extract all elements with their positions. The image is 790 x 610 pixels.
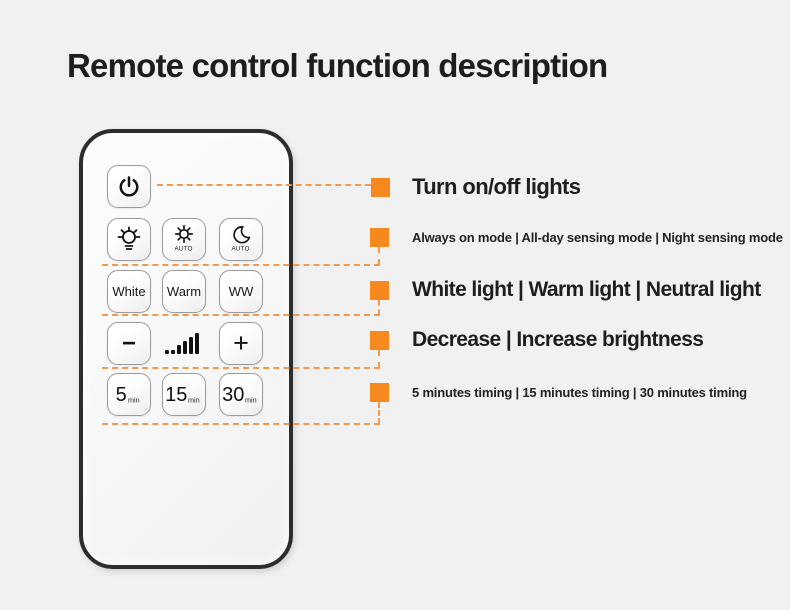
timer-30-unit: min xyxy=(245,395,257,404)
white-button-label: White xyxy=(112,284,146,299)
timer-30min-button: 30 min xyxy=(219,373,263,416)
night-sensing-mode-button: AUTO xyxy=(219,218,263,261)
connector-stub-timing xyxy=(378,402,380,424)
desc-modes: Always on mode | All-day sensing mode | … xyxy=(412,230,783,245)
white-light-button: White xyxy=(107,270,151,313)
bullet-modes xyxy=(370,228,389,247)
neutral-light-button: WW xyxy=(219,270,263,313)
plus-icon: + xyxy=(233,328,249,358)
always-on-mode-button xyxy=(107,218,151,261)
connector-stub-colors xyxy=(378,300,380,315)
connector-stub-modes xyxy=(378,247,380,265)
timer-30-number: 30 xyxy=(222,383,245,406)
ww-button-label: WW xyxy=(228,284,254,299)
connector-line-colors xyxy=(102,314,380,316)
connector-line-modes xyxy=(102,264,380,266)
page-title: Remote control function description xyxy=(67,47,608,84)
power-icon xyxy=(116,174,142,200)
connector-line-timing xyxy=(102,423,380,425)
all-day-sensing-mode-button: AUTO xyxy=(162,218,206,261)
connector-line-power xyxy=(157,184,371,186)
warm-button-label: Warm xyxy=(166,284,202,299)
decrease-brightness-button: − xyxy=(107,322,151,365)
timer-15-number: 15 xyxy=(165,383,188,406)
brightness-bars-icon xyxy=(165,331,203,355)
desc-timing: 5 minutes timing | 15 minutes timing | 3… xyxy=(412,385,747,400)
auto-label: AUTO xyxy=(231,244,251,252)
desc-brightness: Decrease | Increase brightness xyxy=(412,328,704,351)
power-button xyxy=(107,165,151,208)
timer-5-unit: min xyxy=(127,395,140,404)
connector-stub-brightness xyxy=(378,350,380,368)
bullet-brightness xyxy=(370,331,389,350)
bullet-colors xyxy=(370,281,389,300)
timer-5-number: 5 xyxy=(115,383,127,406)
timer-5min-button: 5 min xyxy=(107,373,151,416)
connector-line-brightness xyxy=(102,367,380,369)
bulb-icon xyxy=(113,224,145,256)
auto-label: AUTO xyxy=(174,244,194,252)
timer-15min-button: 15 min xyxy=(162,373,206,416)
warm-light-button: Warm xyxy=(162,270,206,313)
bullet-power xyxy=(371,178,390,197)
increase-brightness-button: + xyxy=(219,322,263,365)
bullet-timing xyxy=(370,383,389,402)
minus-icon: − xyxy=(121,329,136,357)
moon-auto-icon xyxy=(229,224,253,246)
sun-auto-icon xyxy=(172,224,196,246)
desc-colors: White light | Warm light | Neutral light xyxy=(412,278,761,301)
timer-15-unit: min xyxy=(188,395,200,404)
desc-power: Turn on/off lights xyxy=(412,174,581,199)
